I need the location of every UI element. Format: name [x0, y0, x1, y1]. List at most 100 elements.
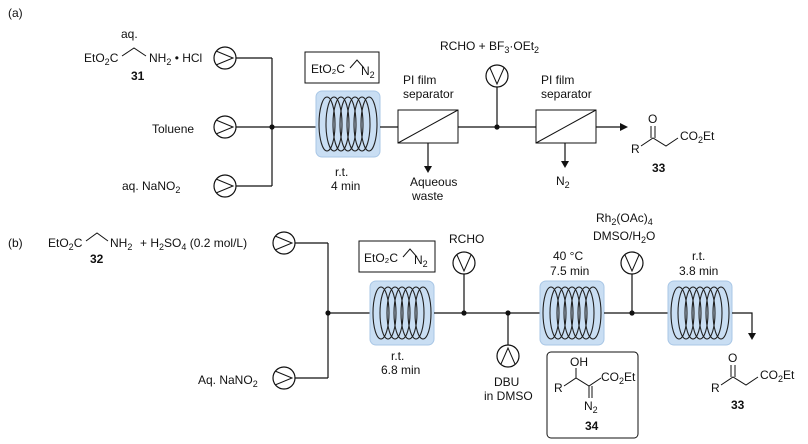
coil-b3-cond-1: r.t.: [692, 249, 705, 263]
coil-loop: [372, 286, 390, 340]
reagent-nano2-b: Aq. NaNO2: [198, 373, 258, 389]
pump-b5: [620, 251, 644, 275]
coil-loop: [346, 96, 364, 152]
svg-text:N2: N2: [414, 253, 428, 269]
coil-loop: [677, 286, 695, 340]
line-b-product: [732, 312, 753, 337]
coil-loop: [549, 286, 567, 340]
sep2-out-arrow: [561, 161, 569, 168]
reagent-toluene: Toluene: [152, 122, 194, 136]
sep2-label-2: separator: [541, 87, 592, 101]
coil-loop: [353, 96, 371, 152]
coil-b1-cond-2: 6.8 min: [381, 363, 420, 377]
coil-reactor-b2: [539, 280, 605, 346]
pump-a3: [213, 174, 237, 198]
coil-loop: [325, 96, 343, 152]
svg-text:O: O: [648, 112, 657, 126]
svg-text:O: O: [728, 351, 737, 365]
sep1-label-2: separator: [403, 87, 454, 101]
svg-text:N2: N2: [584, 399, 598, 415]
coil-loop: [318, 96, 336, 152]
coil-loop: [698, 286, 716, 340]
coil-loop: [407, 286, 425, 340]
coil-loop: [705, 286, 723, 340]
sep1-label-1: PI film: [403, 73, 436, 87]
reagent-dbu-1: DBU: [494, 375, 519, 389]
sep1-out-2: waste: [411, 189, 444, 203]
svg-text:34: 34: [585, 419, 599, 433]
separator-1: [397, 109, 459, 144]
coil-b3-cond-2: 3.8 min: [679, 264, 718, 278]
coil-loop: [577, 286, 595, 340]
sep2-label-1: PI film: [541, 73, 574, 87]
arrow-b-product: [748, 333, 756, 340]
coil-reactor-b1: [369, 280, 435, 346]
reagent-dbu-2: in DMSO: [484, 389, 533, 403]
svg-text:CO2Et: CO2Et: [601, 370, 636, 386]
pump-b1: [272, 231, 296, 255]
coil-loop: [400, 286, 418, 340]
coil-loop: [556, 286, 574, 340]
coil-a-cond-2: 4 min: [331, 179, 360, 193]
pump-b4: [496, 344, 520, 368]
reagent-31: aq. EtO2C NH2 • HCl 31: [84, 27, 202, 83]
coil-loop: [339, 96, 357, 152]
pump-a2: [213, 115, 237, 139]
reagent-31-ester: EtO2C: [84, 51, 119, 67]
svg-text:32: 32: [90, 252, 104, 266]
reagent-nano2-a: aq. NaNO2: [122, 179, 180, 195]
svg-text:NH2: NH2: [110, 236, 132, 252]
reagent-32: EtO2C NH2 + H2SO4 (0.2 mol/L) 32: [48, 232, 247, 266]
coil-loop: [563, 286, 581, 340]
pump-a4: [485, 64, 509, 88]
reagent-31-amine: NH2 • HCl: [149, 51, 202, 67]
catalyst-rh: Rh2(OAc)4: [596, 211, 653, 227]
coil-b2-cond-1: 40 °C: [553, 249, 583, 263]
catalyst-solvent: DMSO/H2O: [593, 229, 655, 245]
manifold-b: [295, 242, 370, 379]
product-33-a: O R CO2Et 33: [631, 112, 715, 175]
svg-text:EtO2C: EtO2C: [48, 236, 83, 252]
svg-text:R: R: [631, 142, 640, 156]
coil-loop: [684, 286, 702, 340]
sep1-waste-arrow: [424, 166, 432, 173]
product-33-b: O R CO2Et 33: [711, 351, 795, 412]
svg-text:33: 33: [652, 161, 666, 175]
junction-b-rcho: [461, 310, 467, 316]
arrow-a-product: [620, 123, 628, 131]
svg-text:CO2Et: CO2Et: [680, 129, 715, 145]
svg-text:OH: OH: [570, 355, 588, 369]
svg-text:+ H2SO4 (0.2 mol/L): + H2SO4 (0.2 mol/L): [140, 236, 247, 252]
pump-a1: [213, 46, 237, 70]
intermediate-34: OH R CO2Et N2 34: [546, 351, 639, 439]
coil-loop: [570, 286, 588, 340]
junction-b-rh: [629, 310, 635, 316]
coil-loop: [712, 286, 730, 340]
reagent-31-number: 31: [131, 69, 145, 83]
coil-reactor-b3: [667, 280, 733, 346]
svg-text:R: R: [711, 381, 720, 395]
coil-b1-cond-1: r.t.: [391, 349, 404, 363]
intermediate-box-b: EtO₂C N2: [358, 240, 436, 273]
svg-text:R: R: [554, 381, 563, 395]
coil-b2-cond-2: 7.5 min: [550, 264, 589, 278]
reagent-rcho-b: RCHO: [449, 232, 484, 246]
coil-loop: [393, 286, 411, 340]
coil-reactor-a: [315, 90, 381, 158]
sep2-out: N2: [556, 174, 570, 190]
coil-loop: [670, 286, 688, 340]
junction-a-add: [494, 124, 500, 130]
svg-text:CO2Et: CO2Et: [760, 368, 795, 384]
coil-a-cond-1: r.t.: [335, 165, 348, 179]
coil-loop: [379, 286, 397, 340]
sep1-out-1: Aqueous: [410, 175, 457, 189]
coil-loop: [691, 286, 709, 340]
svg-text:33: 33: [731, 398, 745, 412]
coil-loop: [414, 286, 432, 340]
panel-b-label: (b): [8, 236, 23, 250]
svg-text:N2: N2: [361, 64, 375, 80]
coil-loop: [386, 286, 404, 340]
reagent-rcho-bf3: RCHO + BF3·OEt2: [440, 39, 539, 55]
coil-loop: [360, 96, 378, 152]
